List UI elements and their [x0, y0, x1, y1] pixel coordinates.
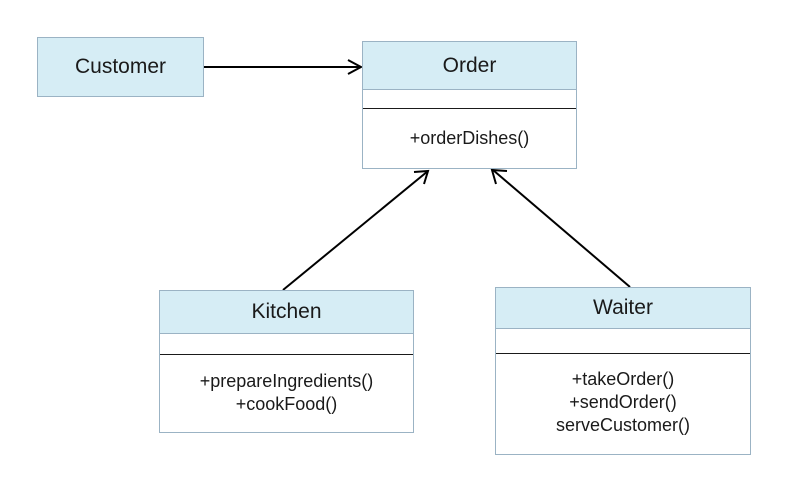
- waiter-attributes: [496, 329, 750, 354]
- order-op-order-dishes: +orderDishes(): [409, 128, 530, 148]
- waiter-class-header: Waiter: [496, 288, 750, 329]
- kitchen-op-prepare-ingredients: +prepareIngredients(): [199, 371, 374, 391]
- kitchen-op-cook-food: +cookFood(): [235, 394, 338, 414]
- kitchen-operations: +prepareIngredients() +cookFood(): [160, 355, 413, 431]
- waiter-to-order-arrow: [490, 168, 631, 288]
- order-class: Order +orderDishes(): [362, 41, 577, 169]
- kitchen-attributes: [160, 334, 413, 355]
- waiter-op-take-order: +takeOrder(): [571, 369, 675, 389]
- kitchen-class: Kitchen +prepareIngredients() +cookFood(…: [159, 290, 414, 433]
- waiter-operations: +takeOrder() +sendOrder() serveCustomer(…: [496, 354, 750, 451]
- order-operations: +orderDishes(): [363, 109, 576, 168]
- customer-box: Customer: [37, 37, 204, 97]
- kitchen-to-order-arrow: [282, 169, 430, 291]
- customer-to-order-arrow: [204, 59, 364, 75]
- customer-label: Customer: [74, 55, 167, 78]
- order-class-name: Order: [442, 53, 497, 77]
- kitchen-class-name: Kitchen: [251, 300, 322, 323]
- order-attributes: [363, 90, 576, 109]
- waiter-op-send-order: +sendOrder(): [569, 392, 677, 412]
- order-class-header: Order: [363, 42, 576, 90]
- waiter-class: Waiter +takeOrder() +sendOrder() serveCu…: [495, 287, 751, 455]
- kitchen-class-header: Kitchen: [160, 291, 413, 334]
- waiter-class-name: Waiter: [593, 296, 653, 319]
- waiter-op-serve-customer: serveCustomer(): [555, 415, 691, 435]
